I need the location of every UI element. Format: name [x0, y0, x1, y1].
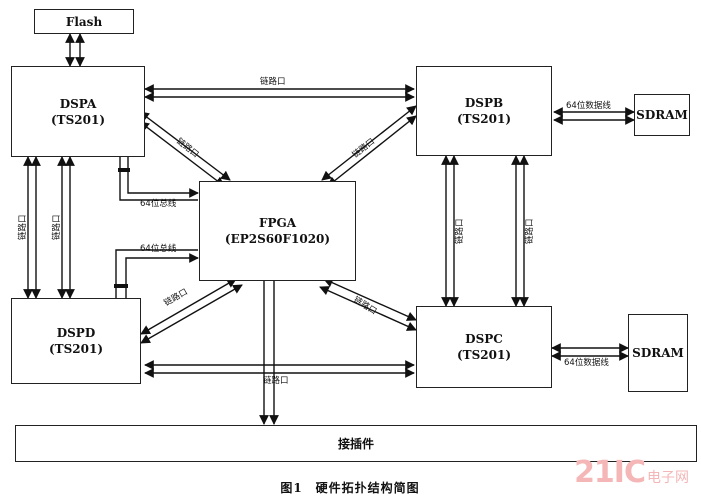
label-link-b-fpga: 链路口 — [350, 136, 377, 160]
sdram-bottom-block: SDRAM — [628, 314, 688, 392]
label-data-b-sdram: 64位数据线 — [566, 100, 611, 111]
dspc-fpga-link — [319, 278, 417, 331]
dspc-subtitle: (TS201) — [457, 348, 511, 362]
label-data-c-sdram: 64位数据线 — [564, 357, 609, 368]
fpga-subtitle: (EP2S60F1020) — [224, 232, 331, 246]
dspb-title: DSPB — [464, 96, 504, 110]
dspa-subtitle: (TS201) — [51, 112, 105, 127]
dspa-fpga-link — [139, 111, 231, 187]
label-link-ad-1: 链路口 — [17, 214, 28, 240]
dspb-fpga-link — [321, 105, 417, 187]
dspd-subtitle: (TS201) — [49, 342, 103, 356]
label-link-bc-2: 链路口 — [524, 218, 535, 244]
sdram-bottom-title: SDRAM — [632, 346, 684, 360]
connector-title: 接插件 — [337, 436, 374, 451]
dspd-dspc-link — [144, 360, 415, 378]
connector-block: 接插件 — [15, 425, 697, 462]
label-link-ab: 链路口 — [260, 76, 286, 87]
dspb-subtitle: (TS201) — [457, 112, 511, 126]
dspa-dspb-link — [144, 84, 415, 102]
sdram-top-block: SDRAM — [634, 94, 690, 136]
fpga-title: FPGA — [258, 216, 297, 230]
label-bus-d-fpga: 64位总线 — [140, 243, 177, 254]
flash-dspa-link — [65, 33, 85, 67]
dspa-dspd-link-2 — [57, 156, 75, 299]
label-link-ad-2: 链路口 — [51, 214, 62, 240]
dspb-sdram-link — [553, 107, 635, 125]
dspb-dspc-link-2 — [511, 155, 529, 307]
label-link-bc-1: 链路口 — [454, 218, 465, 244]
bus-mark-d — [114, 284, 128, 288]
fpga-block: FPGA (EP2S60F1020) — [199, 181, 356, 281]
label-link-d-fpga: 链路口 — [162, 286, 190, 308]
flash-title: Flash — [65, 14, 103, 29]
dspa-fpga-bus — [119, 157, 199, 201]
dspa-title: DSPA — [59, 96, 97, 111]
dspc-block: DSPC (TS201) — [416, 306, 552, 388]
dspa-block: DSPA (TS201) — [11, 66, 145, 157]
dspc-title: DSPC — [465, 332, 503, 346]
watermark-number: 21IC — [574, 455, 646, 490]
label-bus-a-fpga: 64位总线 — [140, 198, 177, 209]
dspd-title: DSPD — [56, 326, 96, 340]
dspb-dspc-link-1 — [441, 155, 459, 307]
dspc-sdram-link — [551, 343, 629, 361]
sdram-top-title: SDRAM — [636, 108, 688, 122]
label-link-a-fpga: 链路口 — [174, 136, 201, 160]
watermark-logo: 21IC 电子网 — [574, 455, 689, 490]
bus-mark-a — [118, 168, 130, 172]
flash-block: Flash — [34, 9, 134, 34]
dspa-dspd-link-1 — [23, 156, 41, 299]
dspd-block: DSPD (TS201) — [11, 298, 141, 384]
dspd-fpga-link — [140, 278, 243, 344]
label-link-dc: 链路口 — [263, 375, 289, 386]
fpga-connector-link — [259, 281, 279, 425]
watermark-text: 电子网 — [647, 470, 689, 486]
figure-caption: 图1 硬件拓扑结构简图 — [280, 481, 420, 495]
dspb-block: DSPB (TS201) — [416, 66, 552, 156]
